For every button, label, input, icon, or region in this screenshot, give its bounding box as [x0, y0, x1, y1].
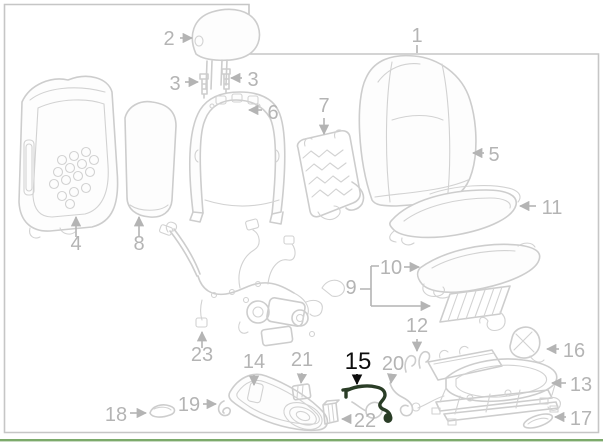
callout-14[interactable]: 14 — [243, 351, 265, 387]
callout-6-label[interactable]: 6 — [267, 102, 278, 124]
trim-cap-art — [522, 413, 554, 429]
callout-14-label[interactable]: 14 — [243, 351, 265, 373]
callout-19-label[interactable]: 19 — [178, 394, 200, 416]
callout-19[interactable]: 19 — [178, 394, 218, 416]
lumbar-support-art — [296, 129, 365, 221]
callout-15-label[interactable]: 15 — [345, 348, 372, 375]
callout-6[interactable]: 6 — [247, 102, 279, 124]
callout-23[interactable]: 23 — [191, 330, 213, 366]
callout-1[interactable]: 1 — [411, 25, 423, 53]
callout-5-label[interactable]: 5 — [488, 144, 499, 166]
callout-13[interactable]: 13 — [550, 374, 592, 396]
callout-3-right[interactable]: 3 — [229, 69, 259, 91]
callout-8[interactable]: 8 — [133, 215, 145, 255]
callout-8-label[interactable]: 8 — [133, 233, 144, 255]
wiring-harness-art — [159, 218, 309, 328]
seat-back-pad-art — [124, 100, 177, 218]
callout-22[interactable]: 22 — [340, 410, 376, 432]
part-15-connector — [383, 413, 393, 423]
recliner-mechanism-art — [238, 279, 345, 347]
callout-3-right-label[interactable]: 3 — [247, 69, 258, 91]
callout-12[interactable]: 12 — [406, 315, 428, 353]
callout-16[interactable]: 16 — [545, 340, 585, 362]
callout-4[interactable]: 4 — [70, 215, 82, 255]
callout-18[interactable]: 18 — [105, 404, 148, 426]
callout-17-label[interactable]: 17 — [570, 408, 592, 430]
callout-21-label[interactable]: 21 — [291, 349, 313, 371]
spring-wires-art — [404, 345, 503, 381]
seat-cushion-pad-art — [416, 242, 541, 299]
callout-7[interactable]: 7 — [318, 95, 330, 136]
callout-11[interactable]: 11 — [518, 197, 563, 219]
callout-11-label[interactable]: 11 — [542, 197, 563, 219]
connector-block-art — [322, 399, 340, 425]
seat-cushion-cover-art — [389, 185, 521, 246]
callout-12-label[interactable]: 12 — [406, 315, 428, 337]
callout-20[interactable]: 20 — [382, 353, 404, 385]
callout-22-label[interactable]: 22 — [354, 410, 376, 432]
bottom-accent-line — [0, 439, 603, 442]
clip-art — [217, 400, 231, 417]
seat-back-panel-art — [18, 75, 119, 239]
callout-9-label[interactable]: 9 — [345, 277, 356, 299]
callout-16-label[interactable]: 16 — [563, 340, 585, 362]
speaker-holes — [48, 146, 100, 210]
callout-18-label[interactable]: 18 — [105, 404, 127, 426]
switch-bezel-art — [291, 383, 312, 401]
highlighted-part-15-cable[interactable] — [341, 384, 393, 423]
seat-heater-mat-art — [439, 285, 511, 331]
callout-1-label[interactable]: 1 — [411, 25, 422, 47]
callout-7-label[interactable]: 7 — [318, 95, 329, 117]
handle-art — [149, 404, 176, 418]
seat-back-frame-art — [189, 91, 286, 225]
callout-23-label[interactable]: 23 — [191, 344, 213, 366]
callout-5[interactable]: 5 — [471, 144, 500, 166]
callout-20-label[interactable]: 20 — [382, 353, 404, 375]
callout-13-label[interactable]: 13 — [570, 374, 592, 396]
callout-9[interactable]: 9 — [345, 265, 432, 312]
callout-21[interactable]: 21 — [291, 349, 313, 385]
callout-2-label[interactable]: 2 — [163, 28, 174, 50]
callout-3-left-label[interactable]: 3 — [169, 73, 180, 95]
callout-17[interactable]: 17 — [553, 408, 592, 430]
callout-4-label[interactable]: 4 — [70, 233, 81, 255]
headrest-art — [191, 8, 261, 90]
callout-10-label[interactable]: 10 — [380, 257, 402, 279]
callout-10[interactable]: 10 — [380, 257, 421, 279]
callout-3-left[interactable]: 3 — [169, 73, 200, 95]
callout-15-highlighted[interactable]: 15 — [345, 348, 372, 386]
callout-2[interactable]: 2 — [163, 28, 194, 50]
seat-back-cover-art — [358, 54, 477, 207]
